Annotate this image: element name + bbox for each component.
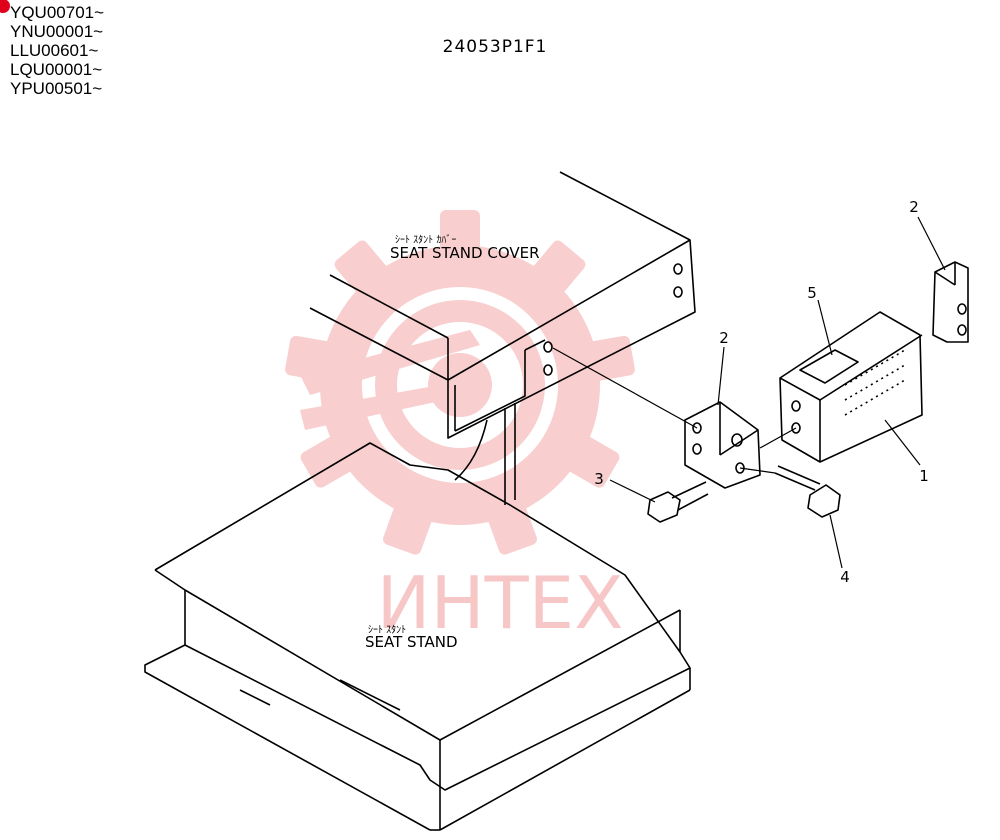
stand-label-jp: ｼｰﾄ ｽﾀﾝﾄ [368, 624, 406, 636]
bolt-part-4 [774, 465, 841, 518]
cover-label: SEAT STAND COVER [390, 244, 540, 262]
serial-range: LLU00601~ [10, 41, 99, 60]
control-box-part-1 [779, 311, 923, 463]
callout-2: 2 [719, 329, 729, 347]
drawing-number: 24053P1F1 [443, 37, 548, 57]
serial-range: YPU00501~ [10, 79, 103, 98]
corner-marker-icon [0, 0, 10, 13]
serial-range: YNU00001~ [10, 22, 104, 41]
callout-4: 4 [840, 568, 850, 586]
watermark-text: ИНТЕХ [377, 561, 624, 645]
callout-3: 3 [594, 470, 604, 488]
bracket-part-2-right [932, 261, 969, 343]
serial-range: LQU00001~ [10, 60, 103, 79]
cover-label-jp: ｼｰﾄ ｽﾀﾝﾄ ｶﾊﾞｰ [395, 234, 456, 246]
serial-number-list: YQU00701~ YNU00001~ LLU00601~ LQU00001~ … [10, 3, 104, 98]
callout-leader-lines [609, 216, 946, 569]
bolt-part-3 [647, 481, 709, 523]
callout-5: 5 [807, 284, 817, 302]
callout-1: 1 [919, 467, 929, 485]
seat-stand-drawing [144, 442, 691, 831]
stand-label: SEAT STAND [365, 633, 458, 651]
serial-range: YQU00701~ [10, 3, 105, 22]
bracket-part-2 [684, 401, 761, 489]
callout-2-right: 2 [909, 198, 919, 216]
watermark-logo-icon [285, 210, 635, 555]
assembly-guide-lines [552, 347, 797, 474]
